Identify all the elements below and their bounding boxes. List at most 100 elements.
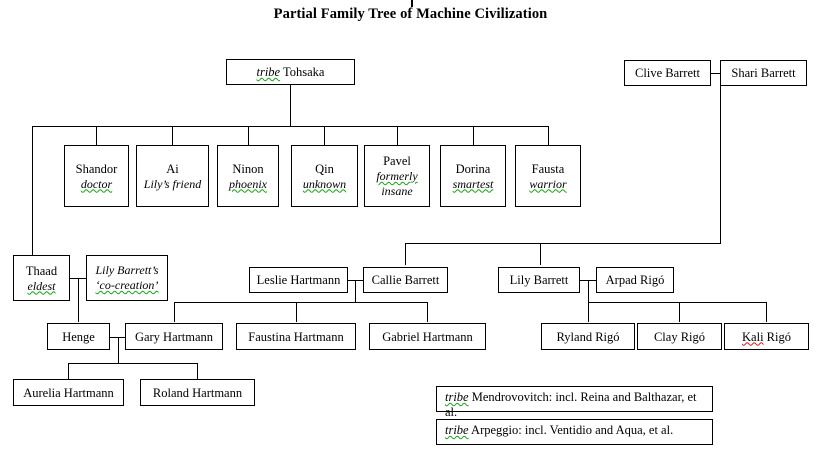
node-label: Leslie Hartmann xyxy=(256,273,341,287)
node-label: Aurelia Hartmann xyxy=(23,385,114,400)
connector-drop-gabriel xyxy=(427,302,428,322)
connector-drop-ai xyxy=(172,126,173,145)
misspelled-word: Kali xyxy=(742,329,764,344)
node-label: Fausta xyxy=(531,161,565,176)
node-gary-hartmann[interactable]: Gary Hartmann xyxy=(125,323,223,350)
node-label: Thaad xyxy=(25,263,58,278)
node-dorina[interactable]: Dorina smartest xyxy=(440,145,506,207)
node-subtitle: eldest xyxy=(27,278,56,293)
node-thaad[interactable]: Thaad eldest xyxy=(13,255,70,301)
node-roland-hartmann[interactable]: Roland Hartmann xyxy=(140,379,255,406)
connector-drop-faustina xyxy=(296,302,297,322)
node-henge[interactable]: Henge xyxy=(47,323,110,350)
tribe-name: Tohsaka xyxy=(280,65,325,79)
note-tribe-mendrovovitch[interactable]: tribe Mendrovovitch: incl. Reina and Bal… xyxy=(436,386,713,419)
text-cursor-tick xyxy=(411,0,413,7)
connector-drop-fausta xyxy=(548,126,549,145)
tribe-word: tribe xyxy=(445,390,469,404)
node-label: Lily Barrett xyxy=(509,273,569,287)
connector-tohsaka-drop xyxy=(290,85,291,126)
node-faustina-hartmann[interactable]: Faustina Hartmann xyxy=(236,323,356,350)
node-subtitle: smartest xyxy=(452,176,494,191)
node-subtitle: warrior xyxy=(529,176,567,191)
node-subtitle-line2: insane xyxy=(381,184,413,198)
connector-drop-gary xyxy=(174,302,175,322)
node-label: Callie Barrett xyxy=(371,273,440,287)
connector-leslie-callie-drop xyxy=(355,280,356,302)
node-arpad-rigo[interactable]: Arpad Rigó xyxy=(596,267,674,293)
node-leslie-hartmann[interactable]: Leslie Hartmann xyxy=(249,267,348,293)
node-label: Shari Barrett xyxy=(731,66,796,80)
node-lily-barrett[interactable]: Lily Barrett xyxy=(498,267,580,293)
node-shari-barrett[interactable]: Shari Barrett xyxy=(720,60,807,86)
node-shandor[interactable]: Shandor doctor xyxy=(64,145,129,207)
node-label: Arpad Rigó xyxy=(605,273,665,287)
node-label: tribe Tohsaka xyxy=(257,64,325,80)
node-pavel[interactable]: Pavel formerly insane xyxy=(364,145,430,207)
node-label: Henge xyxy=(62,329,95,344)
node-label: Roland Hartmann xyxy=(152,385,243,400)
node-subtitle: formerly xyxy=(376,169,418,183)
node-lily-barretts-cocreation[interactable]: Lily Barrett’s ‘co-creation’ xyxy=(86,255,168,301)
node-label: Faustina Hartmann xyxy=(248,329,344,344)
node-label: Clive Barrett xyxy=(635,66,700,80)
node-subtitle: doctor xyxy=(80,176,113,191)
node-label: Clay Rigó xyxy=(653,329,706,344)
note-text: Arpeggio: incl. Ventidio and Aqua, et al… xyxy=(468,423,674,437)
node-ai[interactable]: Ai Lily’s friend xyxy=(136,145,209,207)
connector-aurelia-roland-bus xyxy=(68,363,198,364)
node-label: Kali Rigó xyxy=(742,329,791,345)
connector-drop-thaad xyxy=(32,126,33,255)
surname: Rigó xyxy=(763,329,791,344)
node-tribe-tohsaka[interactable]: tribe Tohsaka xyxy=(226,59,355,85)
node-label: Pavel xyxy=(383,154,411,168)
connector-drop-ninon xyxy=(248,126,249,145)
connector-hartmann-children-bus xyxy=(174,302,428,303)
connector-drop-callie xyxy=(405,243,406,265)
node-label: Lily Barrett’s xyxy=(95,263,159,277)
node-ryland-rigo[interactable]: Ryland Rigó xyxy=(541,323,635,350)
node-clive-barrett[interactable]: Clive Barrett xyxy=(624,60,711,86)
node-qin[interactable]: Qin unknown xyxy=(291,145,358,207)
connector-tohsaka-bus xyxy=(32,126,549,127)
node-label: Ninon xyxy=(232,161,264,176)
connector-thaad-cocreation-drop xyxy=(78,278,79,322)
node-label: Gabriel Hartmann xyxy=(382,329,473,344)
connector-henge-gary-drop xyxy=(118,337,119,363)
note-text: Mendrovovitch: incl. Reina and Balthazar… xyxy=(445,390,697,419)
connector-rigo-children-bus xyxy=(588,302,766,303)
connector-drop-roland xyxy=(197,363,198,379)
connector-drop-ryland xyxy=(588,302,589,322)
connector-lily-arpad-drop xyxy=(588,280,589,302)
node-subtitle: phoenix xyxy=(229,176,267,191)
node-callie-barrett[interactable]: Callie Barrett xyxy=(363,267,448,293)
connector-drop-pavel xyxy=(397,126,398,145)
node-label: Qin xyxy=(315,161,334,176)
node-aurelia-hartmann[interactable]: Aurelia Hartmann xyxy=(13,379,124,406)
connector-clive-shari-drop xyxy=(720,73,721,243)
node-ninon[interactable]: Ninon phoenix xyxy=(217,145,279,207)
node-gabriel-hartmann[interactable]: Gabriel Hartmann xyxy=(369,323,486,350)
node-label: Dorina xyxy=(455,161,491,176)
page-title: Partial Family Tree of Machine Civilizat… xyxy=(273,6,548,22)
node-label: Ryland Rigó xyxy=(556,329,620,344)
connector-drop-lily xyxy=(540,243,541,265)
connector-drop-aurelia xyxy=(68,363,69,379)
tribe-word: tribe xyxy=(445,423,469,437)
connector-drop-kali xyxy=(766,302,767,322)
connector-drop-clay xyxy=(679,302,680,322)
connector-drop-shandor xyxy=(96,126,97,145)
connector-barrett-children-bus xyxy=(405,243,721,244)
connector-drop-dorina xyxy=(473,126,474,145)
tribe-word: tribe xyxy=(256,65,281,79)
node-label: Shandor xyxy=(75,161,118,176)
node-kali-rigo[interactable]: Kali Rigó xyxy=(724,323,809,350)
connector-drop-qin xyxy=(324,126,325,145)
node-fausta[interactable]: Fausta warrior xyxy=(515,145,581,207)
node-label: Ai xyxy=(166,161,179,176)
node-subtitle: Lily’s friend xyxy=(143,176,202,191)
node-clay-rigo[interactable]: Clay Rigó xyxy=(637,323,722,350)
note-tribe-arpeggio[interactable]: tribe Arpeggio: incl. Ventidio and Aqua,… xyxy=(436,419,713,445)
node-label: Gary Hartmann xyxy=(134,329,214,344)
